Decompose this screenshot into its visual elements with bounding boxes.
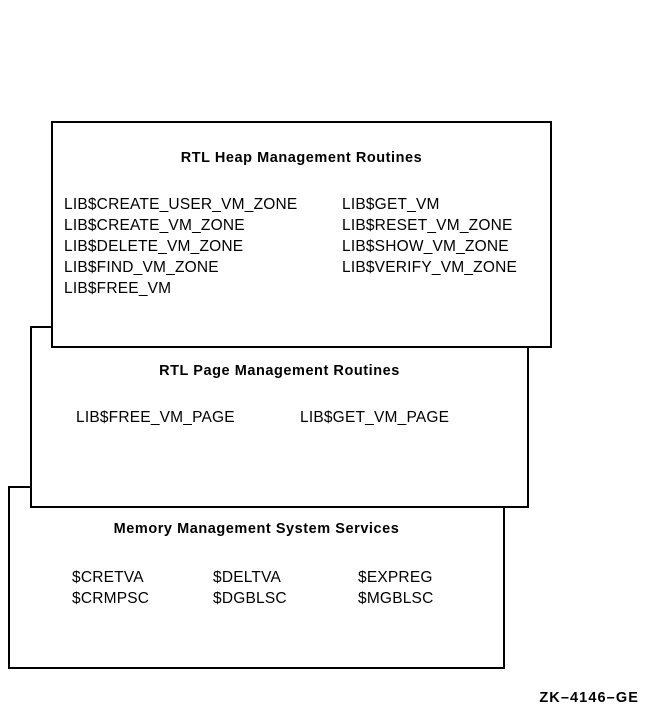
list-item: LIB$VERIFY_VM_ZONE [342, 259, 518, 276]
list-item: LIB$FREE_VM [64, 280, 172, 297]
box-title-rtl-page-management-routines: RTL Page Management Routines [159, 363, 400, 379]
list-item: $MGBLSC [358, 590, 434, 607]
list-item: LIB$GET_VM_PAGE [300, 409, 450, 426]
list-item: $EXPREG [358, 569, 433, 586]
heap-routines-column-2: LIB$GET_VM LIB$RESET_VM_ZONE LIB$SHOW_VM… [342, 194, 517, 278]
box-rtl-page-management-routines: RTL Page Management Routines LIB$FREE_VM… [30, 326, 529, 508]
box-title-memory-management-system-services: Memory Management System Services [113, 521, 400, 537]
page-routines-column-1: LIB$FREE_VM_PAGE [76, 407, 235, 428]
system-services-column-3: $EXPREG $MGBLSC [358, 567, 433, 609]
list-item: $DELTVA [213, 569, 282, 586]
box-memory-management-system-services: Memory Management System Services $CRETV… [8, 486, 505, 669]
list-item: LIB$DELETE_VM_ZONE [64, 238, 244, 255]
page-routines-column-2: LIB$GET_VM_PAGE [300, 407, 449, 428]
heap-routines-column-1: LIB$CREATE_USER_VM_ZONE LIB$CREATE_VM_ZO… [64, 194, 297, 299]
list-item: $CRETVA [72, 569, 144, 586]
list-item: $DGBLSC [213, 590, 287, 607]
box-rtl-heap-management-routines: RTL Heap Management Routines LIB$CREATE_… [51, 121, 552, 348]
list-item: LIB$FREE_VM_PAGE [76, 409, 235, 426]
list-item: LIB$RESET_VM_ZONE [342, 217, 513, 234]
list-item: LIB$SHOW_VM_ZONE [342, 238, 509, 255]
list-item: LIB$CREATE_USER_VM_ZONE [64, 196, 298, 213]
system-services-column-2: $DELTVA $DGBLSC [213, 567, 287, 609]
list-item: LIB$CREATE_VM_ZONE [64, 217, 245, 234]
list-item: $CRMPSC [72, 590, 150, 607]
box-title-rtl-heap-management-routines: RTL Heap Management Routines [180, 150, 423, 166]
list-item: LIB$GET_VM [342, 196, 440, 213]
system-services-column-1: $CRETVA $CRMPSC [72, 567, 149, 609]
figure-caption: ZK–4146–GE [539, 690, 639, 706]
list-item: LIB$FIND_VM_ZONE [64, 259, 219, 276]
